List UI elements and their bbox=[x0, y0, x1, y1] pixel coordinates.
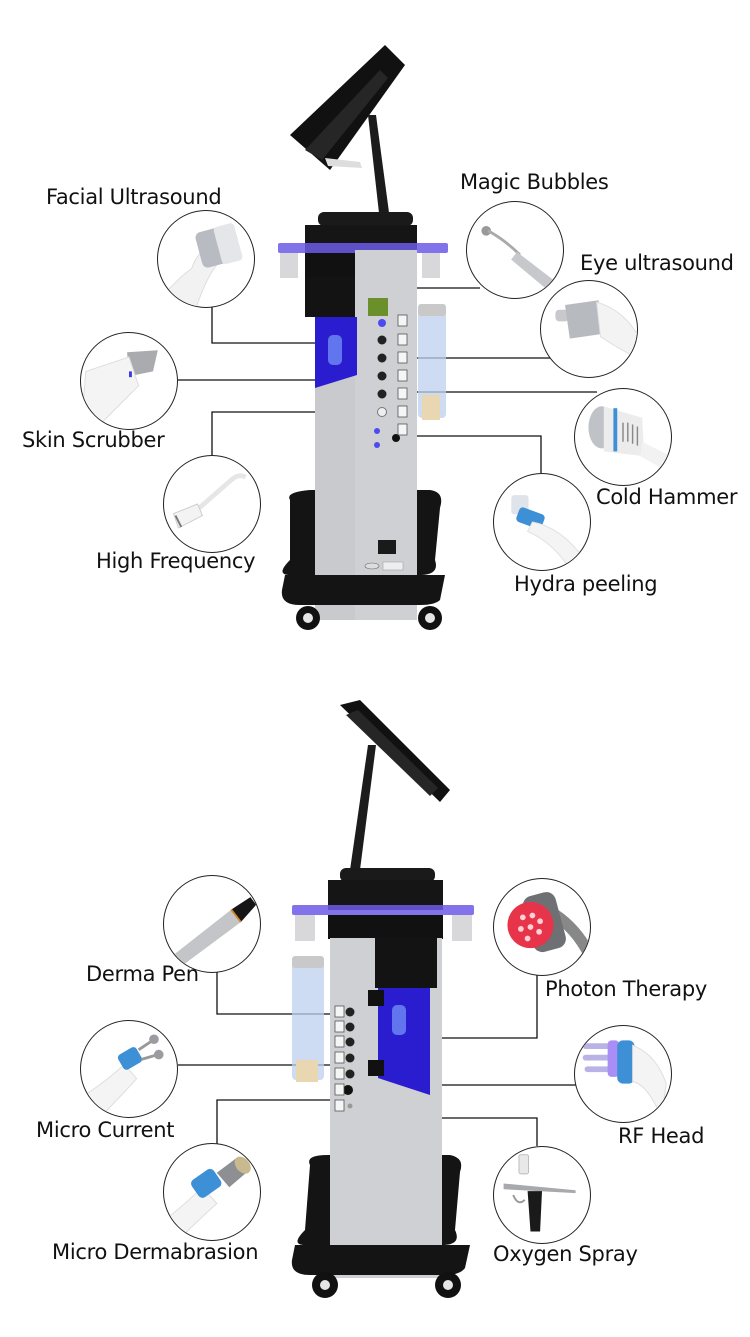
accessory-skin-scrubber bbox=[80, 332, 178, 430]
accessory-micro-dermabrasion bbox=[163, 1143, 261, 1241]
accessory-high-frequency bbox=[163, 455, 261, 553]
label-cold-hammer: Cold Hammer bbox=[596, 485, 738, 509]
label-hydra-peeling: Hydra peeling bbox=[514, 572, 658, 596]
hydra-tip-icon bbox=[511, 495, 586, 570]
accessory-magic-bubbles bbox=[466, 201, 564, 299]
label-magic-bubbles: Magic Bubbles bbox=[460, 170, 609, 194]
scrubber-icon bbox=[81, 350, 158, 429]
micro-current-icon bbox=[81, 1034, 164, 1117]
label-high-frequency: High Frequency bbox=[96, 549, 256, 573]
bubble-wand-icon bbox=[481, 226, 559, 294]
label-facial-ultrasound: Facial Ultrasound bbox=[46, 185, 222, 209]
led-light-icon bbox=[507, 892, 590, 959]
accessory-cold-hammer bbox=[574, 388, 672, 486]
airbrush-icon bbox=[503, 1154, 576, 1232]
accessory-oxygen-spray bbox=[493, 1146, 591, 1244]
accessory-eye-ultrasound bbox=[540, 280, 638, 378]
accessory-facial-ultrasound bbox=[157, 210, 255, 308]
label-eye-ultrasound: Eye ultrasound bbox=[580, 251, 734, 275]
label-rf-head: RF Head bbox=[618, 1124, 705, 1148]
rf-head-icon bbox=[582, 1040, 667, 1119]
cold-hammer-icon bbox=[588, 406, 671, 471]
beauty-machine-top bbox=[278, 45, 448, 630]
accessory-micro-current bbox=[80, 1020, 178, 1118]
hf-wand-icon bbox=[173, 473, 247, 529]
accessory-rf-head bbox=[574, 1025, 672, 1123]
label-skin-scrubber: Skin Scrubber bbox=[22, 428, 165, 452]
dermabrasion-tip-icon bbox=[164, 1156, 251, 1240]
ultrasound-probe-icon bbox=[158, 223, 243, 307]
accessory-derma-pen bbox=[163, 875, 261, 973]
derma-pen-icon bbox=[164, 897, 257, 972]
label-micro-dermabrasion: Micro Dermabrasion bbox=[52, 1240, 259, 1264]
beauty-machine-bottom bbox=[291, 700, 474, 1298]
accessory-photon-therapy bbox=[493, 878, 591, 976]
accessory-hydra-peeling bbox=[493, 473, 591, 571]
label-micro-current: Micro Current bbox=[36, 1118, 175, 1142]
label-derma-pen: Derma Pen bbox=[86, 962, 199, 986]
label-oxygen-spray: Oxygen Spray bbox=[493, 1242, 638, 1266]
label-photon-therapy: Photon Therapy bbox=[545, 977, 708, 1001]
eye-probe-icon bbox=[555, 300, 637, 359]
